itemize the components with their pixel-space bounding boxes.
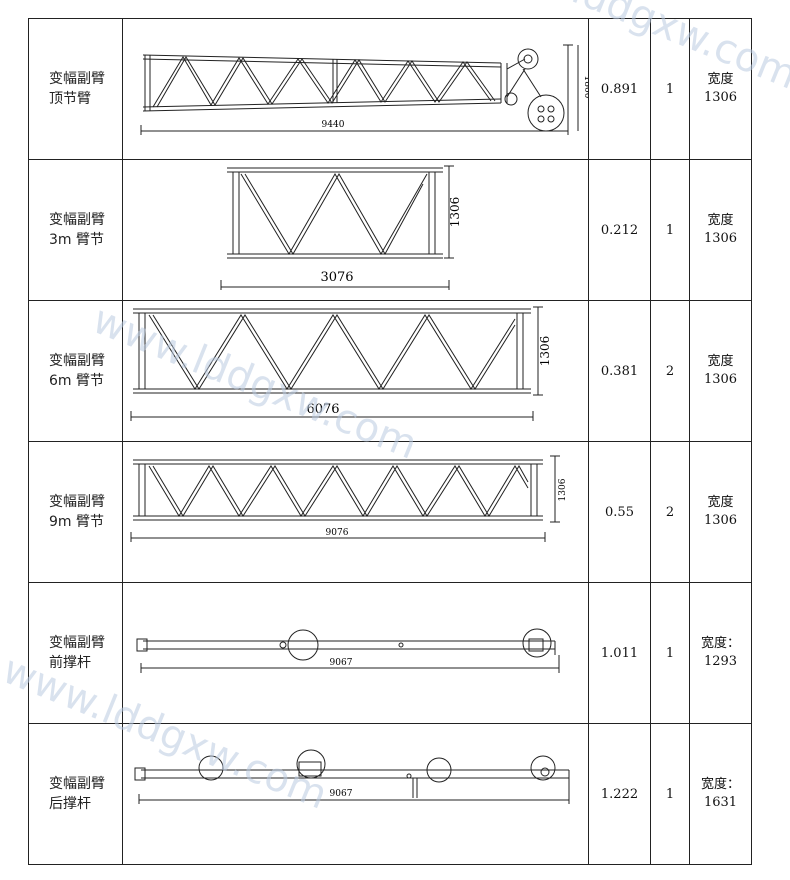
dim-length-label: 3076 [320,270,353,285]
width-label: 宽度 [707,495,734,510]
part-name-line1: 变幅副臂 [49,776,105,792]
table-row: 变幅副臂 6m 臂节 [28,300,752,442]
width-value: 1631 [703,795,738,810]
dim-length-label: 9067 [330,658,353,668]
part-name-line1: 变幅副臂 [49,71,105,87]
qty-cell: 1 [650,159,690,301]
weight-cell: 1.011 [588,582,651,724]
table-row: 变幅副臂 9m 臂节 [28,441,752,583]
qty-cell: 1 [650,723,690,865]
dim-length-label: 6076 [306,402,339,417]
dim-height-label: 1306 [538,336,552,367]
part-name-line2: 9m 臂节 [49,514,104,530]
section-6m-drawing: 6076 1306 [130,306,552,421]
table-row: 变幅副臂 后撑杆 [28,723,752,865]
table-row: 变幅副臂 3m 臂节 [28,159,752,301]
part-name-line2: 6m 臂节 [49,373,104,389]
width-cell: 宽度 1306 [689,300,752,442]
table-row: 变幅副臂 顶节臂 [28,18,752,160]
width-cell: 宽度 1306 [689,159,752,301]
drawing-cell: 9067 [122,582,589,724]
table-row: 变幅副臂 前撑杆 [28,582,752,724]
width-value: 1306 [703,90,738,105]
dim-length-label: 9440 [322,120,345,130]
part-name-line1: 变幅副臂 [49,635,105,651]
part-name-line1: 变幅副臂 [49,212,105,228]
part-name-cell: 变幅副臂 6m 臂节 [28,300,123,442]
spec-table: 变幅副臂 顶节臂 [28,18,752,865]
weight-cell: 0.381 [588,300,651,442]
width-label: 宽度 [707,72,734,87]
part-name-line1: 变幅副臂 [49,353,105,369]
section-3m-drawing: 3076 1306 [220,165,462,290]
dim-height-label: 1800 [582,76,588,99]
width-label: 宽度： [700,636,740,651]
weight-cell: 0.891 [588,18,651,160]
width-cell: 宽度 1306 [689,441,752,583]
drawing-cell: 9067 [122,723,589,865]
dim-length-label: 9067 [330,789,353,799]
part-name-cell: 变幅副臂 后撑杆 [28,723,123,865]
part-name-cell: 变幅副臂 前撑杆 [28,582,123,724]
section-9m-drawing: 9076 1306 [130,455,568,542]
part-name-line2: 3m 臂节 [49,232,104,248]
drawing-cell: 3076 1306 [122,159,589,301]
width-label: 宽度 [707,354,734,369]
dim-height-label: 1306 [558,478,568,501]
width-label: 宽度 [707,213,734,228]
part-name-cell: 变幅副臂 3m 臂节 [28,159,123,301]
rear-strut-drawing: 9067 [134,749,570,804]
part-name-cell: 变幅副臂 顶节臂 [28,18,123,160]
weight-cell: 0.55 [588,441,651,583]
part-name-line1: 变幅副臂 [49,494,105,510]
width-value: 1306 [703,372,738,387]
qty-cell: 1 [650,582,690,724]
width-cell: 宽度： 1293 [689,582,752,724]
part-name-line2: 后撑杆 [49,796,91,812]
width-label: 宽度： [700,777,740,792]
width-cell: 宽度： 1631 [689,723,752,865]
qty-cell: 2 [650,300,690,442]
qty-cell: 2 [650,441,690,583]
dim-length-label: 9076 [326,528,349,538]
dim-height-label: 1306 [448,197,462,228]
part-name-line2: 顶节臂 [49,91,91,107]
width-value: 1306 [703,513,738,528]
top-section-drawing: 9440 1800 [140,44,588,135]
qty-cell: 1 [650,18,690,160]
width-value: 1293 [703,654,738,669]
front-strut-drawing: 9067 [136,628,560,673]
weight-cell: 1.222 [588,723,651,865]
part-name-cell: 变幅副臂 9m 臂节 [28,441,123,583]
width-value: 1306 [703,231,738,246]
drawing-cell: 9076 1306 [122,441,589,583]
part-name-line2: 前撑杆 [49,655,91,671]
width-cell: 宽度 1306 [689,18,752,160]
weight-cell: 0.212 [588,159,651,301]
drawing-cell: 9440 1800 [122,18,589,160]
drawing-cell: 6076 1306 [122,300,589,442]
